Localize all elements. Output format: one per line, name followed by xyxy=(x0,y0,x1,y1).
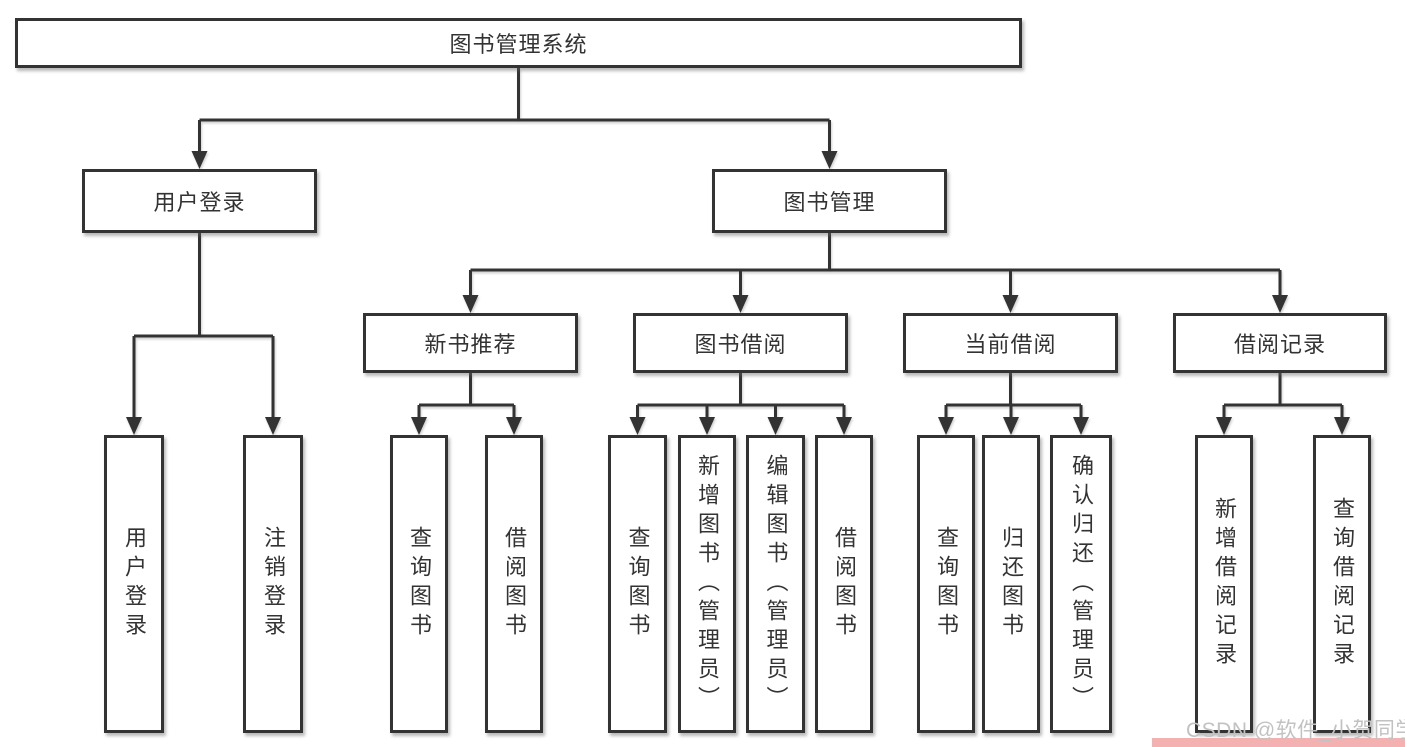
csdn-watermark: CSDN @软件_小贺同学 xyxy=(1186,719,1405,742)
leaf-query-books-borrow: 查询图书 xyxy=(608,435,667,733)
leaf-return-books: 归还图书 xyxy=(982,435,1040,733)
node-label: 借阅记录 xyxy=(1233,332,1326,357)
watermark-accent-strip xyxy=(1152,738,1405,747)
node-label: 当前借阅 xyxy=(964,332,1057,357)
node-borrow-records: 借阅记录 xyxy=(1173,313,1387,373)
leaf-query-books-recommend: 查询图书 xyxy=(390,435,448,733)
leaf-add-borrow-record: 新增借阅记录 xyxy=(1195,435,1253,733)
node-label: 查询图书 xyxy=(625,526,651,642)
leaf-borrow-books-recommend: 借阅图书 xyxy=(485,435,543,733)
node-label: 新书推荐 xyxy=(424,332,517,357)
leaf-query-books-current: 查询图书 xyxy=(917,435,975,733)
node-label: 图书借阅 xyxy=(694,332,787,357)
leaf-borrow-books: 借阅图书 xyxy=(815,435,873,733)
node-label: 用户登录 xyxy=(153,190,246,215)
node-user-login: 用户登录 xyxy=(82,169,317,233)
node-new-book-recommend: 新书推荐 xyxy=(363,313,578,373)
node-label: 借阅图书 xyxy=(832,526,857,642)
node-label: 新增图书（管理员） xyxy=(695,453,720,715)
node-label: 注销登录 xyxy=(261,526,286,642)
node-label: 借阅图书 xyxy=(502,526,527,642)
node-label: 归还图书 xyxy=(999,526,1024,642)
node-label: 用户登录 xyxy=(122,526,147,642)
node-label: 图书管理 xyxy=(783,190,876,215)
node-label: 确认归还（管理员） xyxy=(1069,453,1094,715)
leaf-add-book-admin: 新增图书（管理员） xyxy=(678,435,736,733)
node-book-management: 图书管理 xyxy=(712,169,947,233)
node-current-borrow: 当前借阅 xyxy=(903,313,1118,373)
node-label: 查询借阅记录 xyxy=(1330,497,1355,671)
node-root: 图书管理系统 xyxy=(15,18,1022,68)
leaf-edit-book-admin: 编辑图书（管理员） xyxy=(746,435,805,733)
node-label: 编辑图书（管理员） xyxy=(763,453,789,715)
node-label: 图书管理系统 xyxy=(449,32,588,57)
leaf-confirm-return-admin: 确认归还（管理员） xyxy=(1050,435,1112,733)
leaf-logout: 注销登录 xyxy=(243,435,303,733)
leaf-query-borrow-record: 查询借阅记录 xyxy=(1313,435,1371,733)
node-label: 新增借阅记录 xyxy=(1212,497,1237,671)
node-label: 查询图书 xyxy=(934,526,959,642)
leaf-user-login: 用户登录 xyxy=(104,435,164,733)
node-label: 查询图书 xyxy=(407,526,432,642)
node-book-borrow: 图书借阅 xyxy=(633,313,848,373)
